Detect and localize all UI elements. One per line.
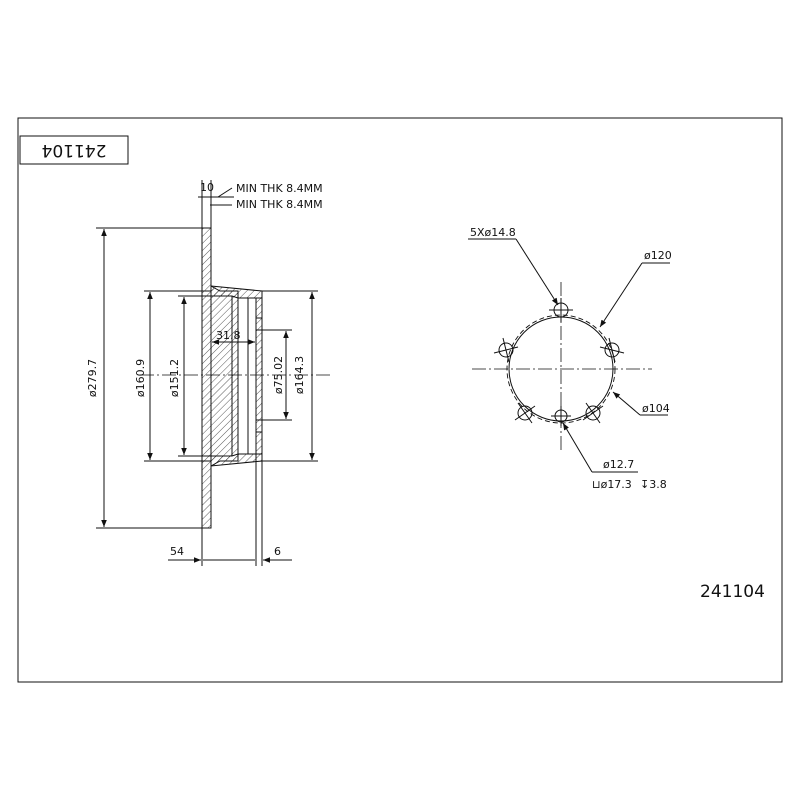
dim-hat-outer: ø164.3 bbox=[293, 356, 306, 394]
small-hole-label: ø12.7 bbox=[603, 458, 634, 471]
dim-height: 54 bbox=[170, 545, 184, 558]
bolt-pattern-view: 5Xø14.8 ø120 ø104 ø12.7 ⊔ø17.3 ↧3.8 bbox=[468, 226, 672, 491]
dim-outer-diameter: ø279.7 bbox=[86, 359, 99, 397]
bolt-hole-left bbox=[493, 337, 519, 363]
bolt-holes-label: 5Xø14.8 bbox=[470, 226, 516, 239]
rotor-hub-flange bbox=[255, 297, 263, 455]
counterbore-label: ⊔ø17.3 bbox=[592, 478, 632, 491]
min-thk-note-1: MIN THK 8.4MM bbox=[236, 182, 323, 195]
pcd-label: ø120 bbox=[644, 249, 672, 262]
dim-thickness: 10 bbox=[200, 181, 214, 194]
pilot-label: ø104 bbox=[642, 402, 670, 415]
dim-hat-diameter: ø160.9 bbox=[134, 359, 147, 397]
drawing-frame bbox=[17, 117, 783, 683]
rotor-hat-bottom bbox=[210, 453, 263, 467]
dim-center-bore: ø75.02 bbox=[272, 356, 285, 394]
part-number-box: 241104 bbox=[19, 135, 129, 165]
dim-inner-diameter: ø151.2 bbox=[168, 359, 181, 397]
bolt-hole-top bbox=[549, 298, 573, 322]
dim-flange: 6 bbox=[274, 545, 281, 558]
small-hole bbox=[551, 406, 571, 426]
min-thk-note-2: MIN THK 8.4MM bbox=[236, 198, 323, 211]
counterbore-depth-label: ↧3.8 bbox=[640, 478, 667, 491]
bolt-hole-bottom-right bbox=[582, 402, 604, 424]
rotor-hat-top bbox=[210, 285, 263, 299]
part-number-box-text: 241104 bbox=[42, 140, 107, 160]
bolt-hole-bottom-left bbox=[514, 402, 536, 424]
dim-hat-depth: 31.8 bbox=[216, 329, 241, 342]
section-view: MIN THK 8.4MM MIN THK 8.4MM 10 ø279.7 ø1… bbox=[86, 180, 330, 566]
bolt-hole-right bbox=[599, 337, 625, 363]
part-number-label: 241104 bbox=[700, 582, 765, 602]
rotor-friction-ring bbox=[201, 227, 239, 529]
